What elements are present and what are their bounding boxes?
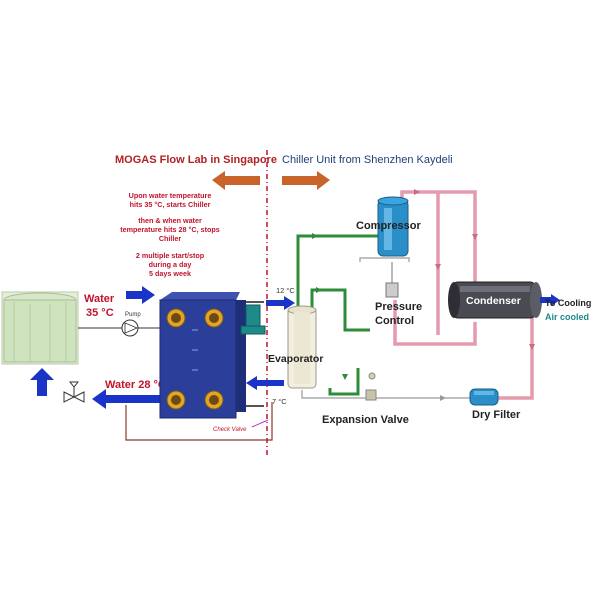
valve-icon xyxy=(63,381,85,403)
note-line-5: Chiller xyxy=(159,234,182,243)
arrow-water-out xyxy=(92,389,165,409)
to-cooling-label: To Cooling xyxy=(545,298,591,308)
water-out-label: Water 28 °C xyxy=(105,379,166,391)
check-valve-pointer xyxy=(251,419,269,428)
flow-arrows xyxy=(312,233,348,380)
compressor-label: Compressor xyxy=(356,220,422,232)
notes-block: Upon water temperature hits 35 °C, start… xyxy=(120,191,220,278)
note-line-3: then & when water xyxy=(138,216,202,225)
arrow-water-in xyxy=(126,286,155,304)
note-line-1: Upon water temperature xyxy=(129,191,212,200)
air-cooled-label: Air cooled xyxy=(545,312,589,322)
orange-arrow-left xyxy=(212,171,260,190)
note-line-7: during a day xyxy=(149,260,192,269)
pressure-control-label-2: Control xyxy=(375,315,414,327)
evaporator-unit xyxy=(287,305,317,389)
orange-arrow-right xyxy=(282,171,330,190)
compressor-unit xyxy=(377,196,409,257)
expansion-valve-device xyxy=(365,372,377,401)
arrow-up-tank xyxy=(30,368,54,396)
check-valve-label: Check Valve xyxy=(213,427,247,433)
pump-label: Pump xyxy=(125,312,141,318)
water-in-temp: 35 °C xyxy=(86,307,114,319)
flow-arrow-grey xyxy=(440,395,446,401)
note-line-2: hits 35 °C, starts Chiller xyxy=(130,200,211,209)
pump-icon xyxy=(121,319,139,337)
flow-arrows-pink xyxy=(414,189,535,350)
arrow-to-cooling xyxy=(540,294,560,306)
return-pipe xyxy=(125,402,273,441)
temp-supply: 12 °C xyxy=(276,286,295,295)
left-title: MOGAS Flow Lab in Singapore xyxy=(115,154,277,166)
note-line-4: temperature hits 28 °C, stops xyxy=(120,225,220,234)
plate-heat-exchanger xyxy=(159,292,264,419)
arrow-to-evap xyxy=(266,296,295,310)
water-in-label: Water xyxy=(84,293,115,305)
tank-image xyxy=(1,291,79,365)
expansion-valve-label: Expansion Valve xyxy=(322,414,409,426)
note-line-8: 5 days week xyxy=(149,269,191,278)
grey-pipes xyxy=(301,257,470,399)
dry-filter-label: Dry Filter xyxy=(472,409,521,421)
pressure-control-label-1: Pressure xyxy=(375,301,422,313)
condenser-unit xyxy=(448,281,542,319)
circulation-pump xyxy=(240,304,266,335)
evaporator-label: Evaporator xyxy=(268,353,323,365)
note-line-6: 2 multiple start/stop xyxy=(136,251,205,260)
dry-filter-unit xyxy=(469,388,499,406)
pressure-control-device xyxy=(385,262,399,298)
arrow-from-evap xyxy=(246,376,284,390)
temp-return: 7 °C xyxy=(272,397,287,406)
right-title: Chiller Unit from Shenzhen Kaydeli xyxy=(282,154,453,166)
condenser-label: Condenser xyxy=(466,295,521,307)
